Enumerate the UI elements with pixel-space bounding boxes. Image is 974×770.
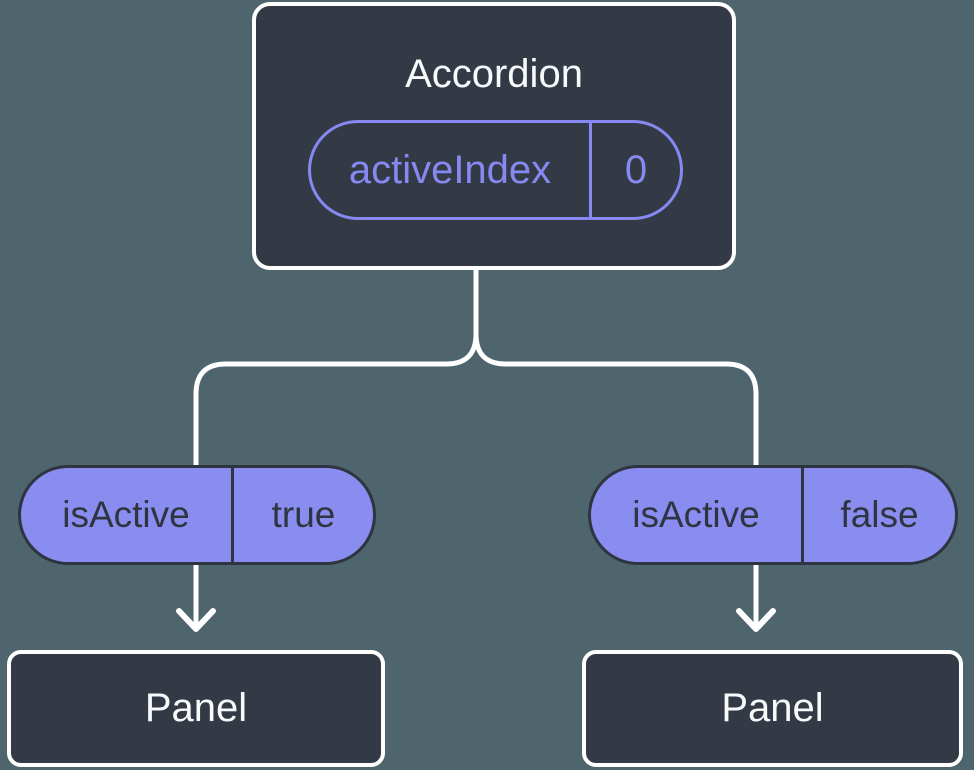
accordion-node: Accordion activeIndex 0 bbox=[252, 2, 736, 270]
panel-node-left: Panel bbox=[7, 650, 385, 767]
is-active-pill-false: isActive false bbox=[588, 465, 958, 565]
state-key-label: isActive bbox=[62, 494, 190, 535]
accordion-node-title: Accordion bbox=[405, 52, 583, 96]
connector-left-branch bbox=[193, 263, 479, 626]
panel-node-title: Panel bbox=[144, 686, 248, 730]
state-value-label: false bbox=[840, 494, 919, 535]
prop-value-label: 0 bbox=[624, 147, 648, 192]
prop-name-label: activeIndex bbox=[348, 147, 552, 192]
active-index-pill: activeIndex 0 bbox=[308, 120, 683, 220]
state-pill-divider bbox=[231, 468, 234, 562]
state-pill-divider bbox=[801, 468, 804, 562]
arrowhead-right-icon bbox=[736, 608, 776, 632]
arrowhead-left-icon bbox=[176, 608, 216, 632]
connector-right-branch bbox=[473, 263, 759, 626]
panel-node-right: Panel bbox=[582, 650, 963, 767]
state-value-label: true bbox=[271, 494, 336, 535]
prop-pill-divider bbox=[589, 123, 592, 217]
is-active-pill-true: isActive true bbox=[18, 465, 376, 565]
panel-node-title: Panel bbox=[721, 686, 824, 730]
state-key-label: isActive bbox=[632, 494, 760, 535]
